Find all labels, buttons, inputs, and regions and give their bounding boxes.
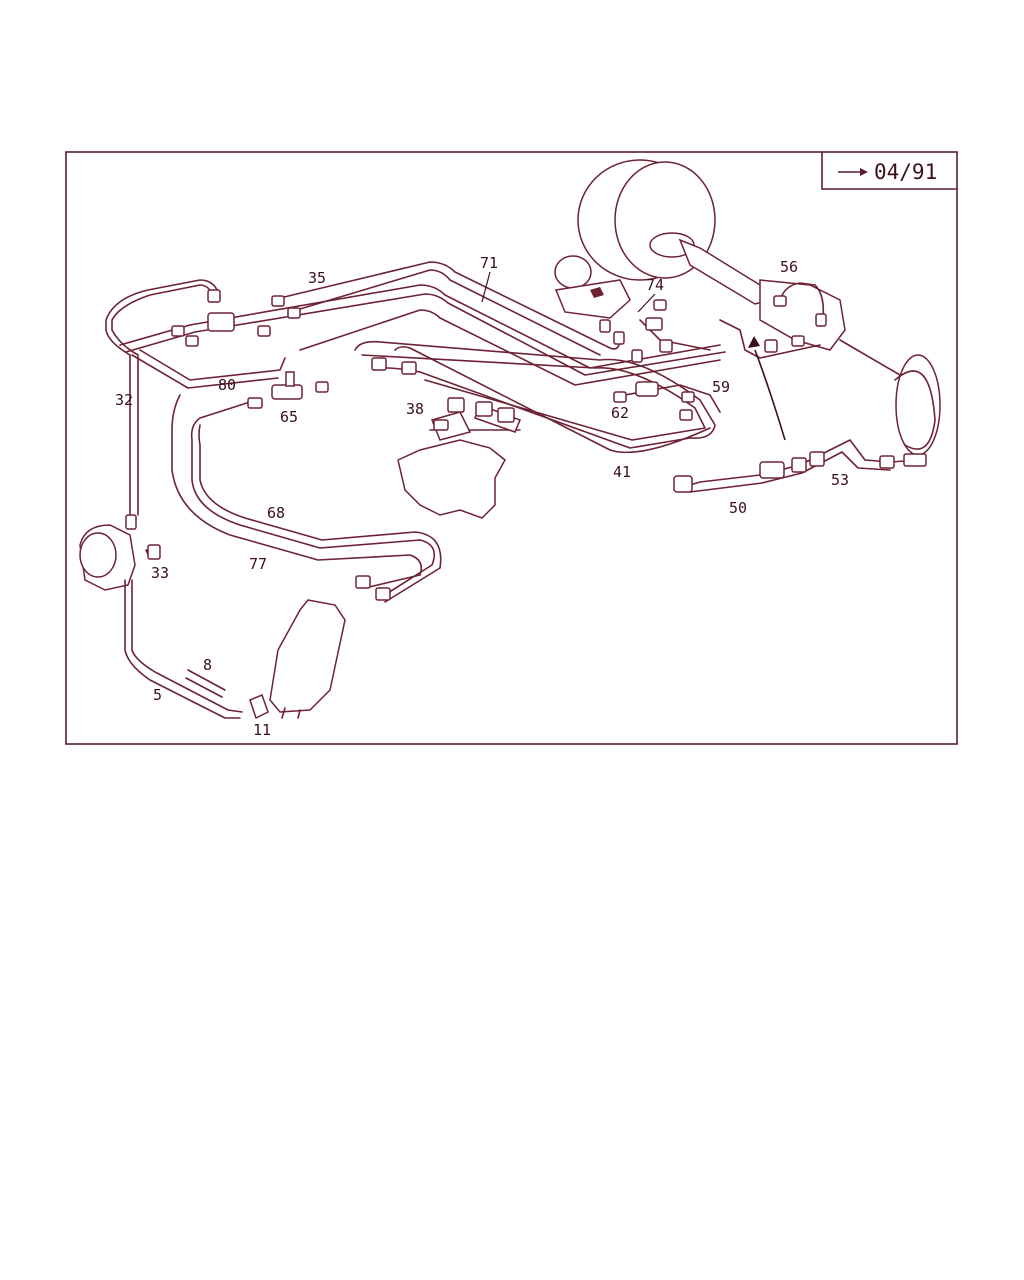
fittings bbox=[125, 289, 927, 720]
clip-11 bbox=[249, 694, 269, 720]
callout-41: 41 bbox=[613, 463, 631, 481]
fitting-tee-80 bbox=[207, 312, 235, 332]
callout-80: 80 bbox=[218, 376, 236, 394]
diagram-frame bbox=[65, 151, 958, 745]
brake-pipes bbox=[105, 261, 921, 719]
fitting-tee-65 bbox=[271, 384, 303, 400]
callout-53: 53 bbox=[831, 471, 849, 489]
callout-11: 11 bbox=[253, 721, 271, 739]
fluid-reservoir bbox=[269, 599, 346, 719]
callout-8: 8 bbox=[203, 656, 212, 674]
callout-59: 59 bbox=[712, 378, 730, 396]
callout-35: 35 bbox=[308, 269, 326, 287]
callout-77: 77 bbox=[249, 555, 267, 573]
callout-labels: 32 33 5 8 11 35 80 65 68 77 71 38 74 56 … bbox=[115, 254, 849, 739]
brake-valve-block bbox=[554, 255, 631, 319]
bleeder-33 bbox=[147, 544, 161, 560]
callout-38: 38 bbox=[406, 400, 424, 418]
arrow-head-icon bbox=[860, 168, 868, 176]
date-box: 04/91 bbox=[821, 152, 957, 190]
pointer-arrow bbox=[754, 349, 786, 441]
callout-71: 71 bbox=[480, 254, 498, 272]
callout-65: 65 bbox=[280, 408, 298, 426]
callout-56: 56 bbox=[780, 258, 798, 276]
callout-68: 68 bbox=[267, 504, 285, 522]
date-text: 04/91 bbox=[874, 160, 937, 184]
front-brake-caliper bbox=[79, 524, 157, 591]
callout-5: 5 bbox=[153, 686, 162, 704]
callout-33: 33 bbox=[151, 564, 169, 582]
callout-50: 50 bbox=[729, 499, 747, 517]
callout-32: 32 bbox=[115, 391, 133, 409]
rear-brake-drum bbox=[577, 159, 941, 456]
callout-62: 62 bbox=[611, 404, 629, 422]
callout-74: 74 bbox=[646, 276, 664, 294]
leader-lines bbox=[481, 271, 656, 313]
